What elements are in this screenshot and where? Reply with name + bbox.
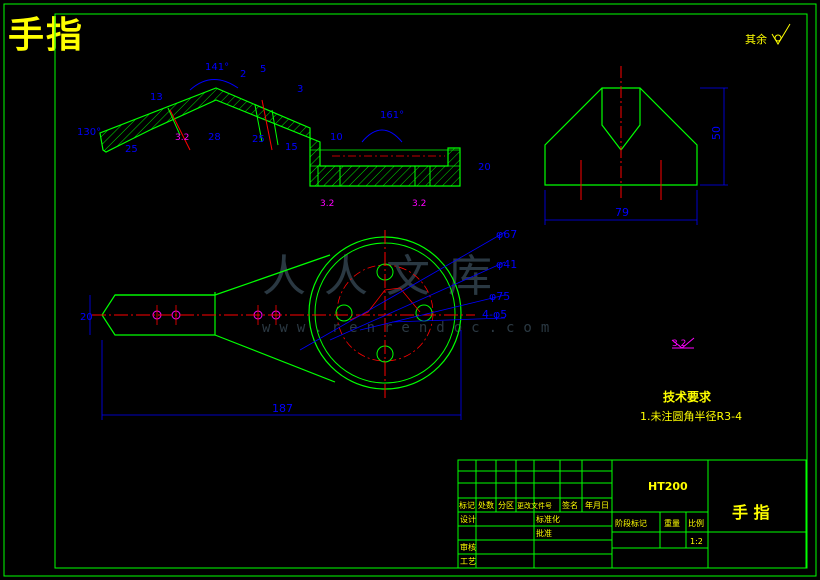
tb-stage: 阶段标记 — [615, 518, 647, 528]
watermark-cn: 人人文库 — [262, 251, 510, 302]
rough-3-2-a: 3.2 — [175, 133, 189, 143]
side-view: 79 50 — [544, 66, 728, 225]
rough-3-2-b: 3.2 — [320, 199, 334, 209]
section-outline — [99, 87, 461, 187]
watermark-url: www.renrendoc.com — [262, 320, 559, 336]
dim-28: 28 — [208, 132, 221, 143]
dim-dia-75: φ75 — [489, 290, 510, 303]
section-view — [99, 79, 461, 187]
tb-material: HT200 — [648, 480, 688, 493]
tb-scale-label: 比例 — [688, 518, 704, 528]
title-block — [457, 459, 807, 569]
dim-2: 2 — [240, 69, 246, 80]
dim-15: 15 — [285, 142, 298, 153]
dim-shank-width: 20 — [80, 312, 93, 323]
tb-row-approve: 批准 — [536, 528, 552, 538]
tb-row-standard: 标准化 — [536, 514, 560, 524]
dim-20: 20 — [478, 162, 491, 173]
tb-row-review: 审核 — [460, 542, 476, 552]
dim-25b: 25 — [252, 134, 265, 145]
shank-outline — [101, 294, 216, 336]
dim-25a: 25 — [125, 144, 138, 155]
dim-130: 130° — [77, 127, 101, 138]
dim-length: 187 — [272, 402, 293, 415]
top-view: 187 φ67 φ41 φ75 4-φ5 20 — [80, 228, 517, 420]
roughness-mark-icon — [671, 337, 695, 349]
inner-frame — [54, 13, 808, 569]
tb-header-2: 分区 — [498, 501, 514, 510]
outer-frame — [3, 3, 817, 577]
dim-141: 141° — [205, 62, 229, 73]
roughness-note: 其余 — [745, 32, 767, 46]
tb-scale-value: 1:2 — [690, 537, 703, 546]
dim-13: 13 — [150, 92, 163, 103]
dim-161: 161° — [380, 110, 404, 121]
rough-3-2-c: 3.2 — [412, 199, 426, 209]
tech-req-heading: 技术要求 — [663, 389, 712, 404]
roughness-symbol-icon — [771, 23, 791, 45]
corner-title: 手指 — [8, 14, 85, 56]
dim-dia-67: φ67 — [496, 228, 517, 241]
tech-req-item: 1.未注圆角半径R3-4 — [640, 409, 742, 423]
dim-3: 3 — [297, 84, 303, 95]
dim-width: 79 — [615, 206, 629, 219]
tb-row-process: 工艺 — [460, 557, 476, 566]
dim-5: 5 — [260, 64, 266, 75]
roughness-mark-value: 3.2 — [672, 339, 686, 349]
dim-10: 10 — [330, 132, 343, 143]
dim-dia-41: φ41 — [496, 258, 517, 271]
tb-header-0: 标记 — [459, 500, 475, 510]
dim-holes: 4-φ5 — [482, 308, 507, 321]
tb-header-5: 年月日 — [585, 500, 609, 510]
tb-row-design: 设计 — [460, 514, 476, 524]
tb-weight: 重量 — [664, 518, 680, 528]
tb-header-4: 签名 — [562, 500, 578, 510]
tb-header-3: 更改文件号 — [517, 501, 552, 510]
tb-header-1: 处数 — [478, 500, 494, 510]
dim-height: 50 — [710, 126, 723, 140]
tb-part-name: 手 指 — [732, 503, 770, 522]
